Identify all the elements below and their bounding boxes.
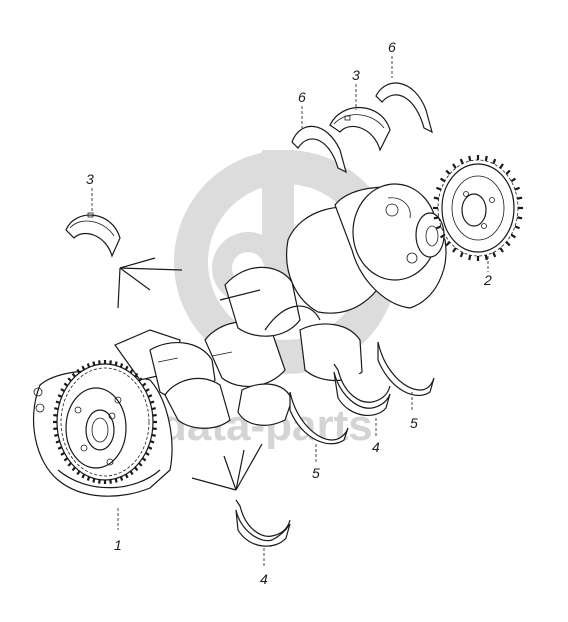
callout-label: 4 [260,571,268,587]
direction-arrows-lower [191,443,263,491]
bearing-shell-4-right [333,363,391,416]
flywheel-gear-teeth [53,360,157,484]
bearing-shell-3-top [329,107,391,152]
thrust-washer-6-left [291,125,347,174]
direction-arrows-upper [117,257,183,309]
callout-label: 5 [312,465,320,481]
callout-label: 5 [410,415,418,431]
callout-label: 3 [86,171,94,187]
thrust-washer-5-mid [289,391,349,445]
thrust-washer-5-right [377,341,435,397]
timing-gear [437,159,519,257]
callout-label: 6 [388,39,396,55]
crankshaft [114,183,447,429]
callout-label: 4 [372,439,380,455]
timing-gear-teeth [433,155,523,261]
bearing-shell-4-bottom [235,499,291,547]
thrust-washer-6-right [375,82,433,134]
flywheel-gear [33,363,173,497]
bearing-shell-3-left [65,212,121,258]
callout-label: 3 [352,67,360,83]
callout-label: 1 [114,537,122,553]
leader-lines [91,56,489,568]
callout-label: 2 [483,272,492,288]
callout-label: 6 [298,89,306,105]
